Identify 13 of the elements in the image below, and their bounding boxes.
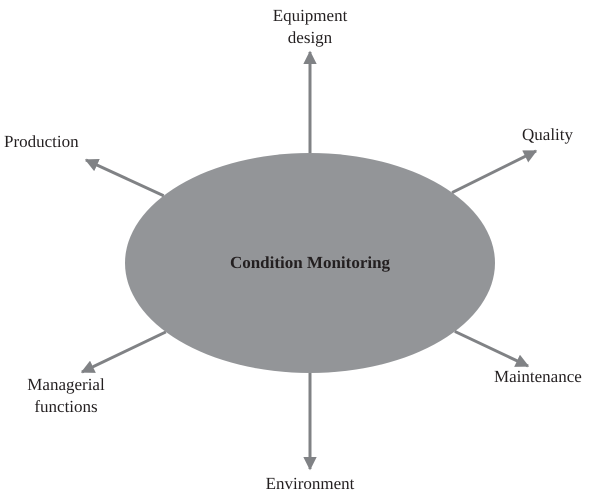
arrow [80,330,166,374]
arrow [454,330,530,368]
text-label: Quality [522,124,592,146]
text-label: Maintenance [494,366,610,388]
arrow [451,150,538,194]
arrow [303,50,317,153]
text-label: Equipment design [262,5,358,49]
ellipse-node: Condition Monitoring [125,153,495,373]
text-label: Production [4,131,108,153]
text-label: Environment [250,473,370,495]
arrow [303,373,317,470]
arrow [84,158,164,198]
text-label: Managerial functions [8,374,124,418]
